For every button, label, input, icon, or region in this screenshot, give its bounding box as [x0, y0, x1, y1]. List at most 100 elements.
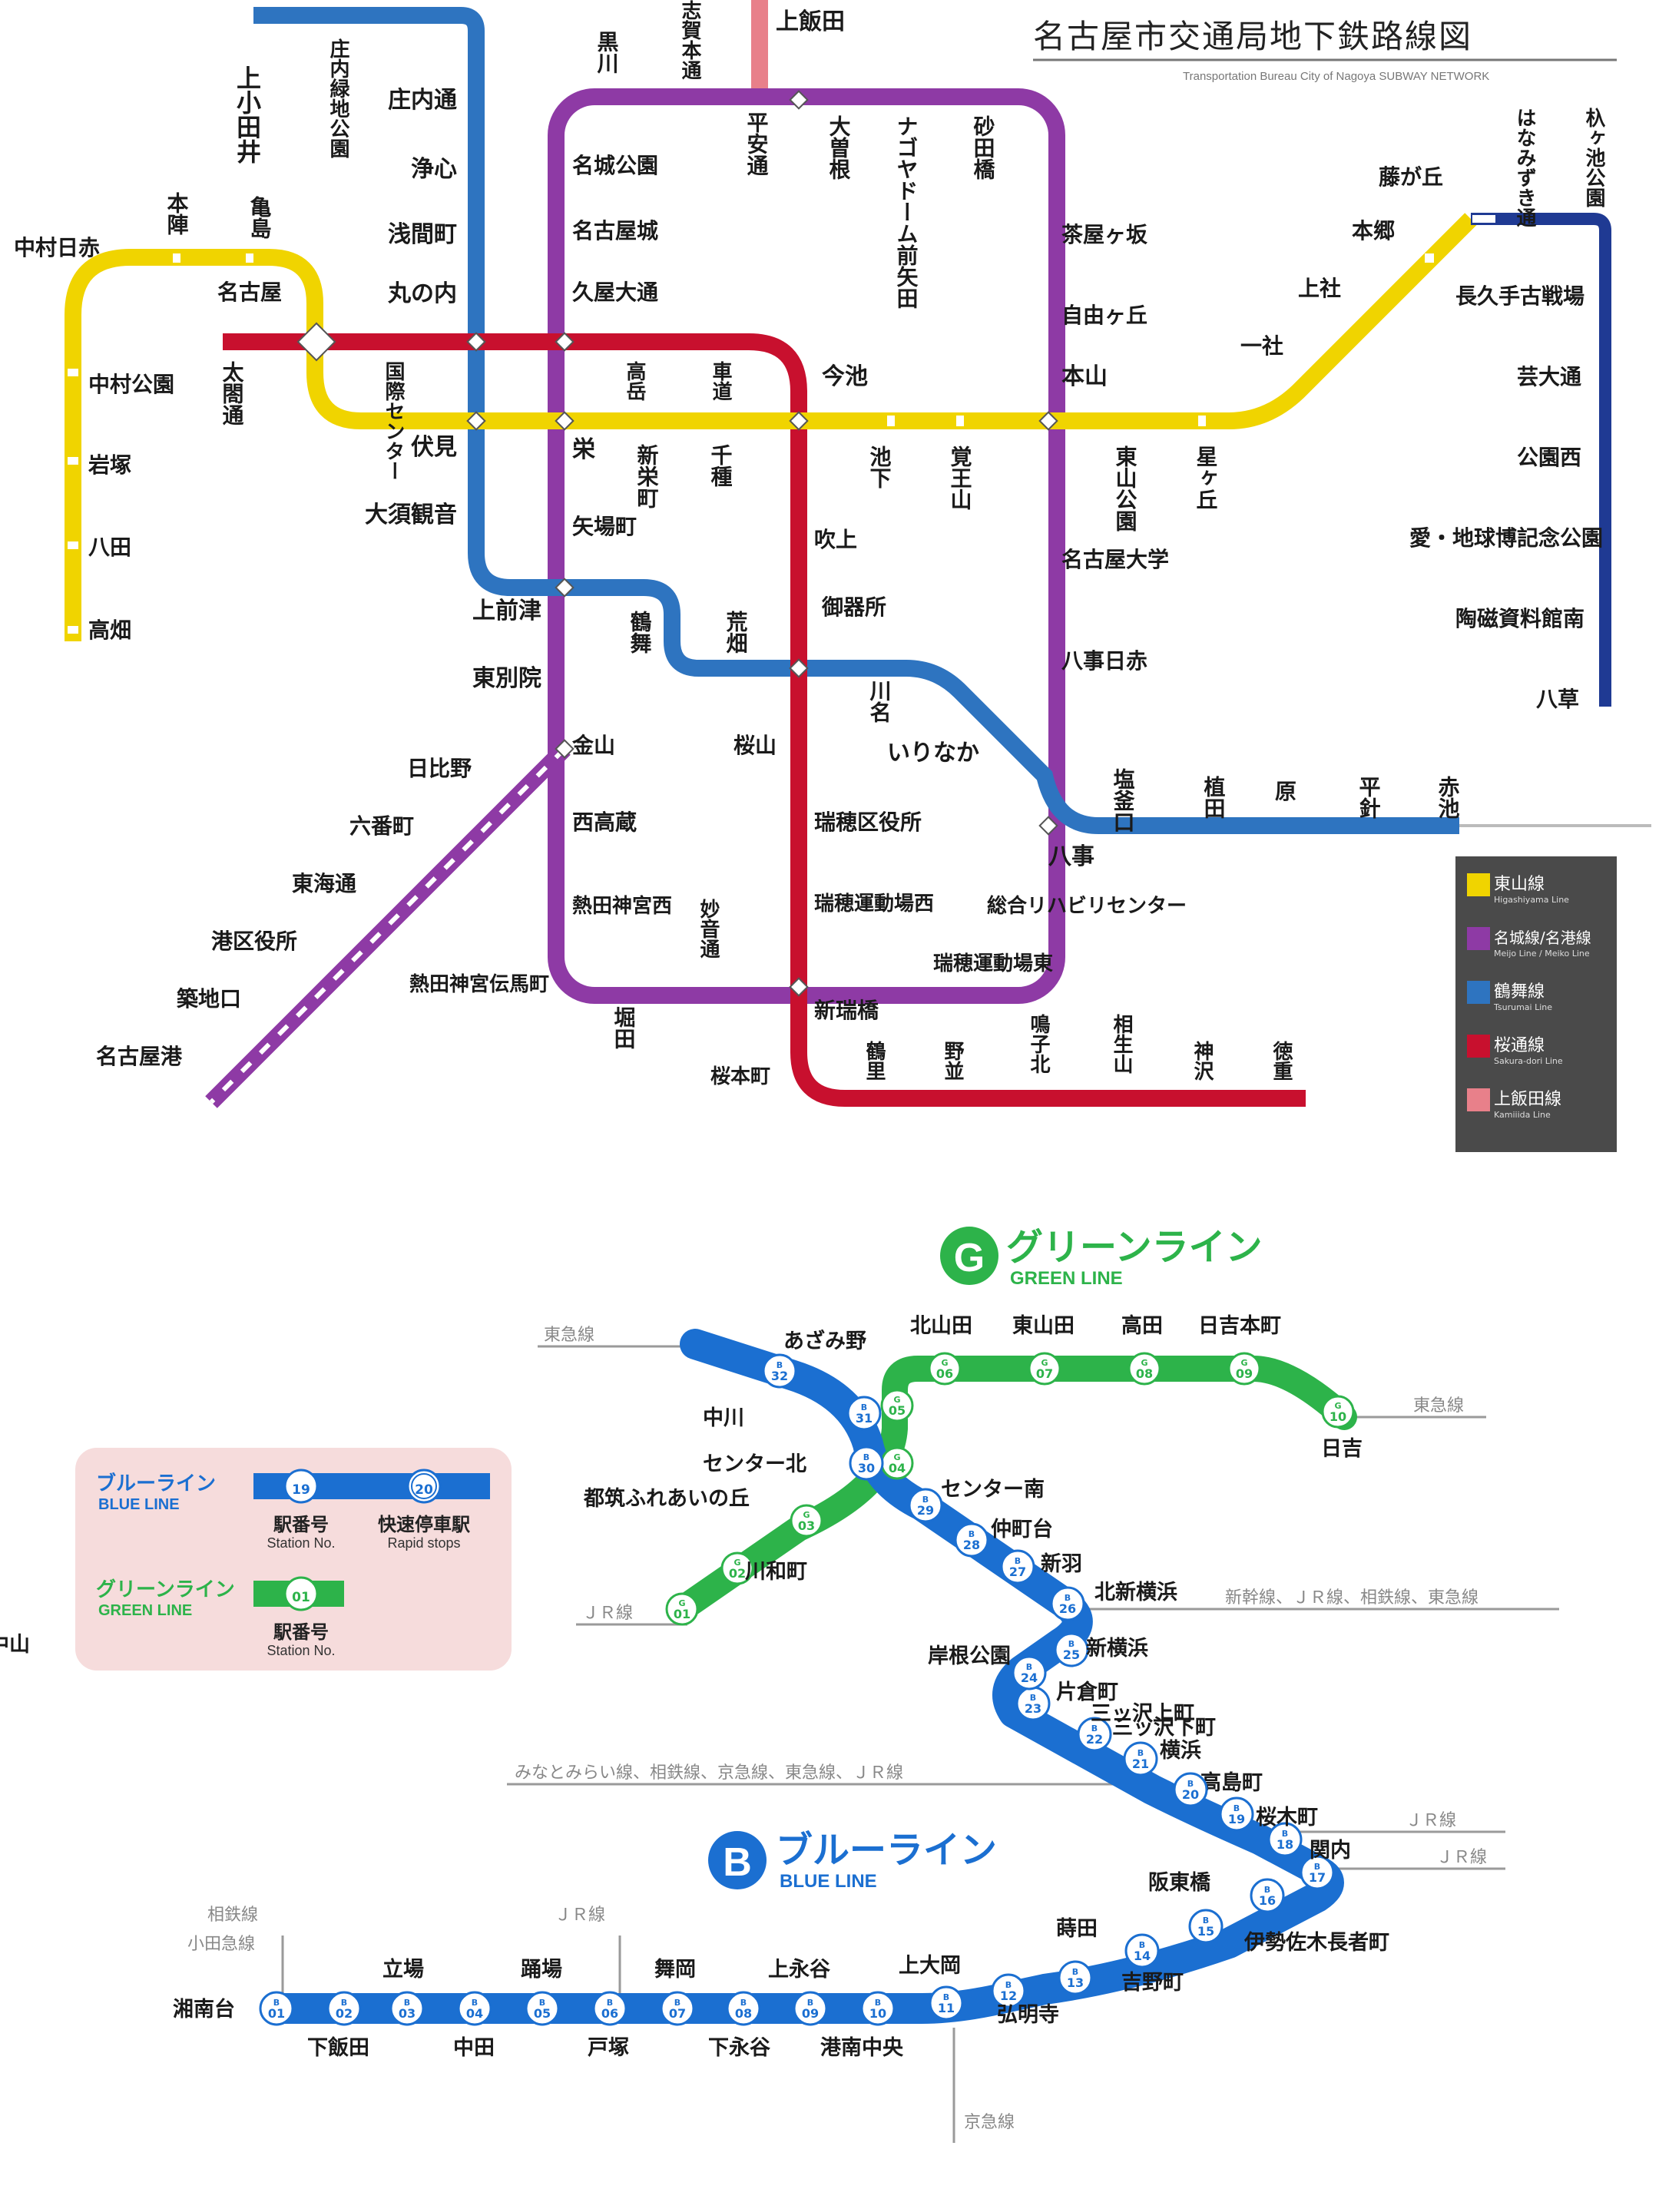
blue-station-name: 北新横浜: [1094, 1580, 1177, 1604]
station-label: 本郷: [1352, 218, 1395, 243]
higashiyama-station-ticks: [68, 253, 1434, 634]
station-label: 中村日赤: [14, 235, 100, 260]
blue-station-letter: B: [875, 1998, 881, 2008]
blue-station-number: 30: [858, 1461, 875, 1475]
blue-station-letter: B: [1282, 1829, 1288, 1839]
connection-label: 東急線: [544, 1326, 594, 1345]
legend-swatch-meijo: [1467, 927, 1490, 950]
blue-station-marker: B28: [954, 1522, 989, 1558]
blue-station-letter: B: [1005, 1980, 1012, 1990]
legend-swatch-kamiiida: [1467, 1088, 1490, 1111]
station-label: 八田: [88, 535, 131, 560]
green-station-name: 東山田: [1012, 1314, 1075, 1338]
blue-station-number: 24: [1021, 1671, 1038, 1685]
blue-station-name: 弘明寺: [997, 2003, 1059, 2027]
station-label: 赤池: [1435, 776, 1461, 819]
station-label: 亀島: [247, 196, 273, 239]
station-label: 塩釜口: [1111, 768, 1136, 833]
station-label: 国際センター: [382, 361, 405, 481]
green-station-letter: G: [678, 1598, 685, 1608]
blue-station-number: 23: [1025, 1701, 1041, 1716]
blue-station-name: 踊場: [521, 1958, 562, 1982]
legend-label-tsurumai: 鶴舞線: [1494, 982, 1545, 1002]
station-label: 六番町: [349, 813, 414, 839]
station-label: 御器所: [821, 594, 886, 620]
legend-label-higashiyama: 東山線: [1494, 875, 1545, 894]
blue-station-name: 関内: [1310, 1839, 1351, 1863]
blue-station-letter: B: [341, 1998, 347, 2008]
blue-station-marker: B07: [660, 1991, 695, 2026]
legend-label-en-kamiiida: Kamiiida Line: [1494, 1110, 1551, 1120]
station-label: 久屋大通: [572, 280, 658, 305]
blue-station-letter: B: [472, 1998, 478, 2008]
legend-green-bar: [253, 1581, 344, 1607]
legend-blue-jp: ブルーライン: [96, 1472, 216, 1495]
station-label: 名古屋大学: [1061, 547, 1169, 572]
blue-station-marker: B06: [592, 1991, 628, 2026]
station-label: 太閤通: [220, 361, 245, 426]
legend-swatch-tsurumai: [1467, 981, 1490, 1004]
station-label: 神沢: [1190, 1041, 1214, 1081]
transfer-diamonds: [296, 90, 1058, 997]
blue-station-name: 立場: [382, 1957, 424, 1982]
green-station-marker: G04: [880, 1446, 914, 1480]
legend-label-kamiiida: 上飯田線: [1494, 1090, 1561, 1109]
blue-station-marker: B11: [929, 1985, 964, 2021]
blue-station-letter: B: [1314, 1862, 1320, 1872]
higashiyama-line: [65, 213, 1477, 641]
station-label: 浅間町: [388, 221, 457, 248]
connection-labels: 東急線 東急線 ＪＲ線 新幹線、ＪＲ線、相鉄線、東急線 みなとみらい線、相鉄線、…: [187, 1326, 1487, 2132]
station-label: 熱田神宮伝馬町: [409, 972, 549, 996]
green-station-letter: G: [733, 1558, 740, 1568]
station-label: 長久手古戦場: [1455, 283, 1584, 309]
station-label: ナゴヤドーム前矢田: [894, 115, 919, 309]
blue-station-letter: B: [1203, 1916, 1209, 1926]
blue-station-number: 25: [1063, 1647, 1080, 1662]
nagoya-subway-map: 名古屋市交通局地下鉄路線図 Transportation Bureau City…: [14, 0, 1651, 1152]
connection-label: 小田急線: [187, 1935, 255, 1954]
station-label: 瑞穂区役所: [814, 810, 922, 835]
legend-rapid-en: Rapid stops: [387, 1535, 460, 1551]
blue-station-letter: B: [1264, 1885, 1270, 1895]
blue-station-name: 中川: [703, 1406, 744, 1430]
station-label: 一社: [1240, 333, 1283, 359]
blue-station-marker: B03: [389, 1991, 425, 2026]
blue-station-marker: B20: [1173, 1772, 1208, 1807]
legend-green-en: GREEN LINE: [98, 1602, 192, 1619]
legend-blue-bar: [253, 1473, 490, 1499]
legend-b19-number: 19: [292, 1482, 310, 1498]
station-label: 新瑞橋: [814, 998, 879, 1023]
blue-station-number: 09: [802, 2006, 819, 2021]
station-label: 上小田井: [233, 65, 262, 164]
blue-station-number: 22: [1086, 1732, 1103, 1747]
legend-station-no-en: Station No.: [267, 1535, 335, 1551]
blue-station-letter: B: [777, 1360, 783, 1370]
blue-station-letter: B: [1139, 1940, 1145, 1950]
station-label: 車道: [709, 361, 732, 401]
legend-label-en-tsurumai: Tsurumai Line: [1493, 1002, 1552, 1012]
station-label: 庄内緑地公園: [326, 38, 349, 158]
blue-station-name: 戸塚: [588, 2036, 629, 2060]
connection-label: 相鉄線: [207, 1906, 258, 1925]
station-label: 芸大通: [1517, 364, 1581, 389]
station-label: 堀田: [611, 1006, 637, 1049]
connection-lines: [281, 1345, 1559, 2143]
nagoya-station-labels: 上小田井 庄内緑地公園 庄内通 浄心 浅間町 丸の内 伏見 大須観音 上前津 東…: [14, 0, 1605, 1088]
station-label: 陶磁資料館南: [1455, 606, 1584, 631]
blue-station-marker: B19: [1219, 1796, 1254, 1832]
blue-station-letter: B: [807, 1998, 813, 2008]
green-station-number: 08: [1136, 1366, 1153, 1381]
blue-station-name: 阪東橋: [1148, 1871, 1211, 1895]
connection-label: 東急線: [1413, 1396, 1464, 1416]
blue-station-letter: B: [1233, 1803, 1240, 1813]
station-label: 高岳: [623, 360, 646, 401]
blue-station-marker: B27: [1000, 1549, 1035, 1584]
blue-station-letter: B: [1026, 1662, 1032, 1672]
green-station-number: 03: [798, 1518, 815, 1533]
blue-station-name: 港南中央: [820, 2036, 904, 2060]
green-station-number: 02: [729, 1566, 746, 1581]
station-label: 公園西: [1517, 445, 1581, 470]
blue-station-number: 32: [771, 1369, 788, 1383]
blue-station-number: 11: [938, 2001, 955, 2015]
nagoya-legend: 東山線 Higashiyama Line 名城線/名港線 Meijo Line …: [1455, 856, 1617, 1152]
